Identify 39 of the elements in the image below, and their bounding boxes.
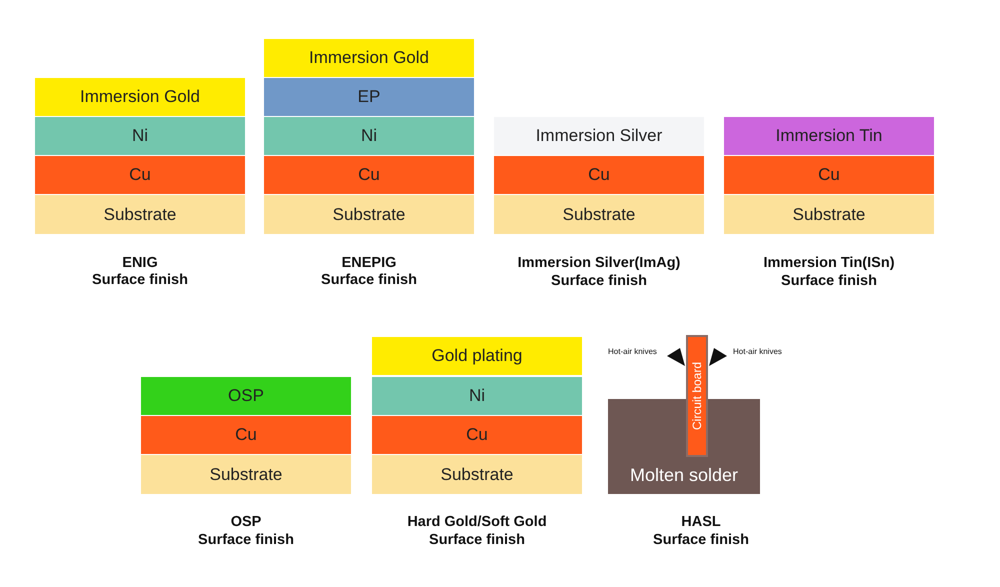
plating-layer: Immersion Gold (35, 78, 245, 116)
plating-layer: Cu (494, 156, 704, 194)
finish-caption: OSP (230, 514, 262, 530)
knife-label: Hot-air knives (733, 347, 782, 356)
plating-layer: Immersion Tin (724, 117, 934, 155)
finish-caption: Surface finish (781, 273, 877, 289)
finish-caption: Surface finish (321, 272, 417, 288)
plating-layer: Gold plating (372, 337, 582, 375)
plating-layer: Substrate (264, 195, 474, 234)
finish-caption: Surface finish (92, 272, 188, 288)
plating-layer: OSP (141, 377, 351, 415)
plating-layer: Cu (724, 156, 934, 194)
finish-caption: HASL (681, 514, 721, 530)
finish-caption: Surface finish (653, 532, 749, 548)
plating-layer: EP (264, 78, 474, 116)
finish-caption: ENIG (122, 255, 158, 271)
plating-layer: Ni (264, 117, 474, 155)
plating-layer: Ni (35, 117, 245, 155)
plating-layer: Cu (372, 416, 582, 454)
finish-caption: ENEPIG (342, 255, 396, 271)
plating-layer: Substrate (35, 195, 245, 234)
plating-layer: Immersion Gold (264, 39, 474, 77)
finish-caption: Hard Gold/Soft Gold (407, 514, 547, 530)
finish-caption: Immersion Silver(ImAg) (518, 255, 680, 271)
knife-label: Hot-air knives (608, 347, 657, 356)
plating-layer: Cu (35, 156, 245, 194)
plating-layer: Ni (372, 377, 582, 415)
plating-layer: Substrate (494, 195, 704, 234)
plating-layer: Immersion Silver (494, 117, 704, 155)
finish-caption: Surface finish (198, 532, 294, 548)
finish-caption: Surface finish (551, 273, 647, 289)
plating-layer: Substrate (372, 455, 582, 494)
plating-layer: Cu (264, 156, 474, 194)
plating-layer: Substrate (141, 455, 351, 494)
finish-caption: Surface finish (429, 532, 525, 548)
plating-layer: Cu (141, 416, 351, 454)
plating-layer: Substrate (724, 195, 934, 234)
finish-caption: Immersion Tin(ISn) (763, 255, 895, 271)
circuit-board (688, 337, 706, 455)
